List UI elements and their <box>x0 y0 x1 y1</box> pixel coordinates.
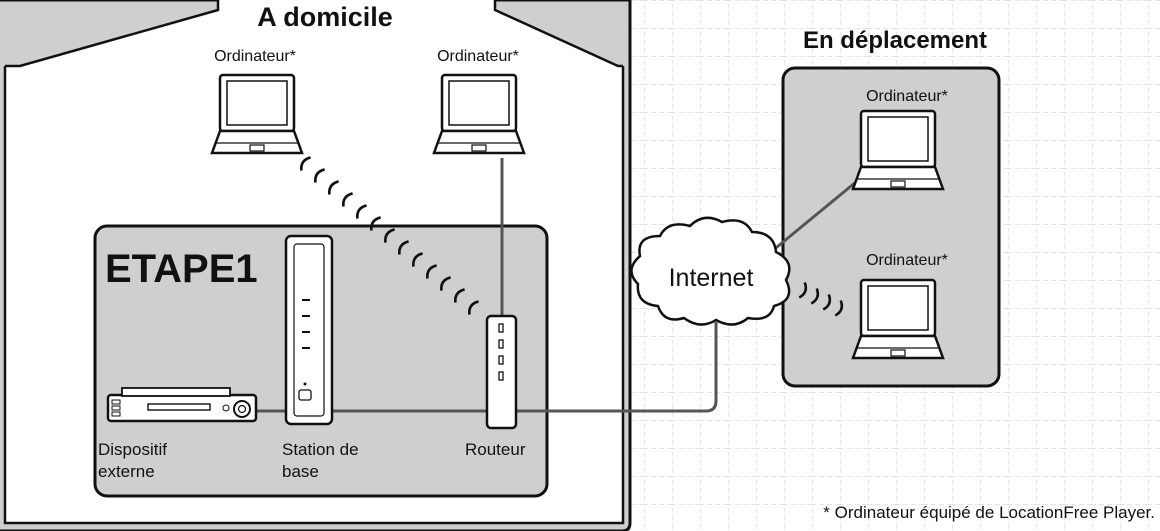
away-area <box>781 66 1001 388</box>
footnote: * Ordinateur équipé de LocationFree Play… <box>823 503 1155 522</box>
base-station-label-line1: Station de <box>282 440 359 459</box>
computer-home-right-label: Ordinateur* <box>437 48 519 65</box>
base-station-label-line2: base <box>282 462 319 481</box>
base-station-icon <box>284 234 334 426</box>
router-label: Routeur <box>465 440 526 459</box>
away-title: En déplacement <box>803 27 987 54</box>
external-device-icon <box>106 387 258 423</box>
router-icon <box>485 314 518 430</box>
computer-home-left-icon <box>210 73 304 155</box>
internet-label: Internet <box>669 264 754 292</box>
computer-away-bottom-label: Ordinateur* <box>866 252 948 269</box>
link-internet-to-computer <box>765 180 857 258</box>
computer-home-left-label: Ordinateur* <box>214 48 296 65</box>
external-device-label-line1: Dispositif <box>98 440 167 459</box>
computer-away-top-icon <box>851 109 945 191</box>
internet-cloud-icon <box>630 216 791 326</box>
computer-away-bottom-icon <box>851 278 945 360</box>
computer-away-top-label: Ordinateur* <box>866 88 948 105</box>
computer-home-right-icon <box>432 73 526 155</box>
link-router-to-internet <box>516 322 718 413</box>
home-title: A domicile <box>257 2 393 32</box>
external-device-label-line2: externe <box>98 462 155 481</box>
step1-label: ETAPE1 <box>105 247 258 291</box>
